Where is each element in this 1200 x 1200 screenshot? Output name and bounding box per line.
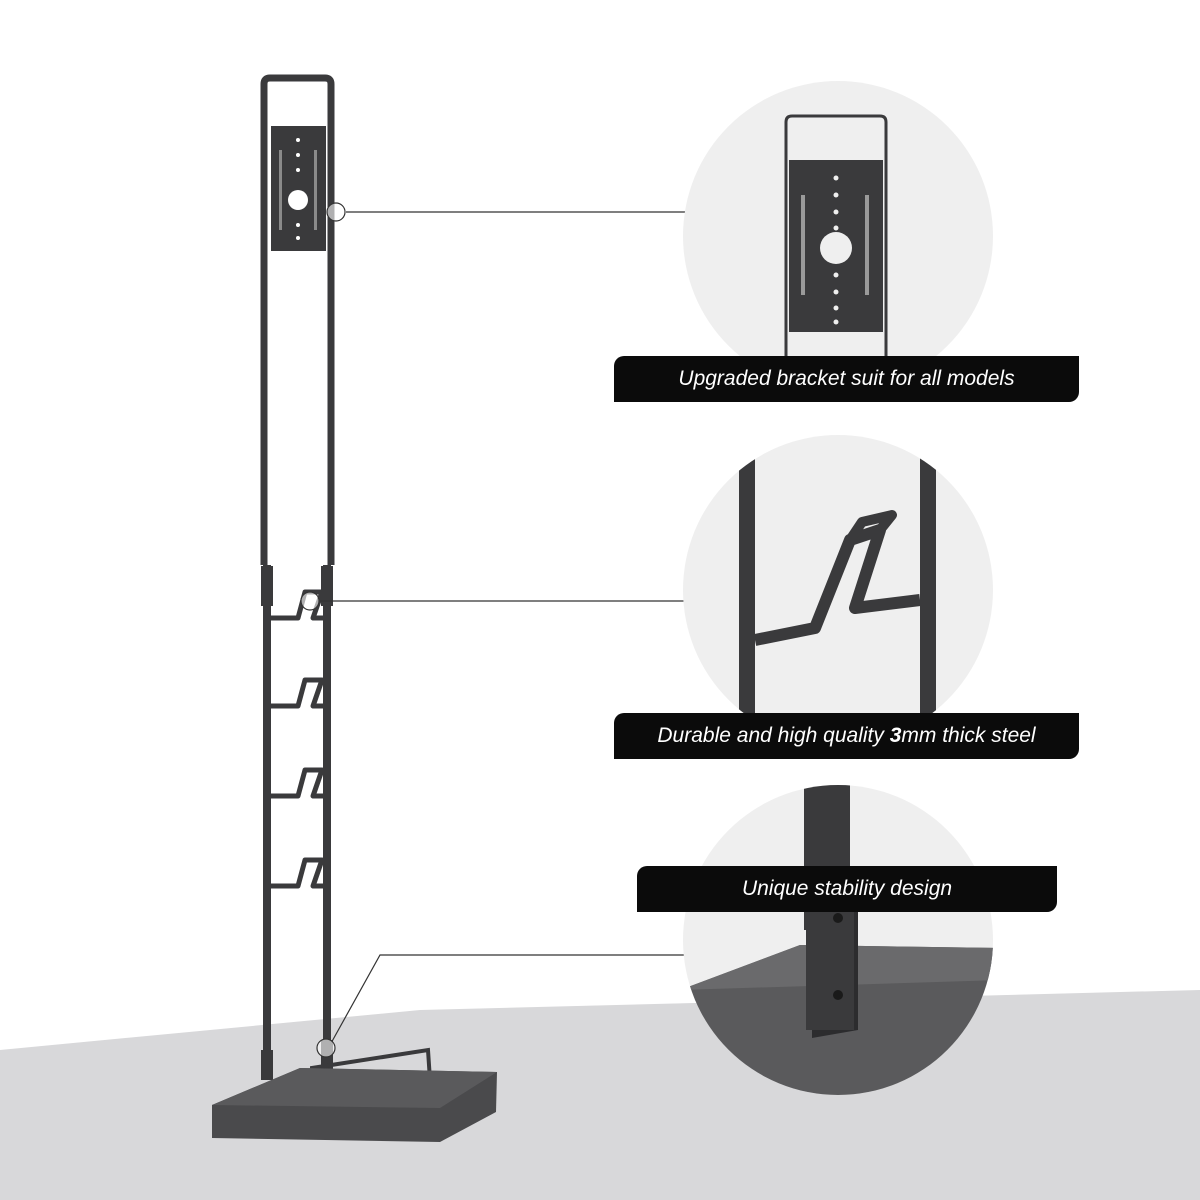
feature-label-steel-after: mm thick steel	[901, 724, 1036, 747]
detail-circle-bracket	[683, 81, 993, 391]
feature-label-bracket: Upgraded bracket suit for all models	[614, 356, 1079, 402]
detail-circle-base	[683, 785, 993, 1095]
stand-hook-1	[267, 589, 327, 621]
feature-label-bracket-text: Upgraded bracket suit for all models	[678, 367, 1015, 390]
stand-joint-right	[321, 566, 333, 606]
callout-lines	[300, 202, 685, 1058]
feature-label-stability: Unique stability design	[637, 866, 1057, 912]
bracket-center-hole	[288, 190, 308, 210]
stand-joint-left	[261, 566, 273, 606]
feature-label-steel-before: Durable and high quality	[657, 724, 890, 747]
detail-circle-hook	[683, 435, 993, 745]
stand-hook-3	[267, 767, 327, 799]
feature-label-steel-bold: 3	[889, 724, 902, 747]
stand-top-handle	[260, 74, 335, 565]
stand-hook-2	[267, 677, 327, 709]
feature-label-stability-text: Unique stability design	[741, 877, 953, 900]
stand-joint-left-bottom	[261, 1050, 273, 1080]
stand-hook-4	[267, 857, 327, 889]
floor	[0, 990, 1200, 1200]
